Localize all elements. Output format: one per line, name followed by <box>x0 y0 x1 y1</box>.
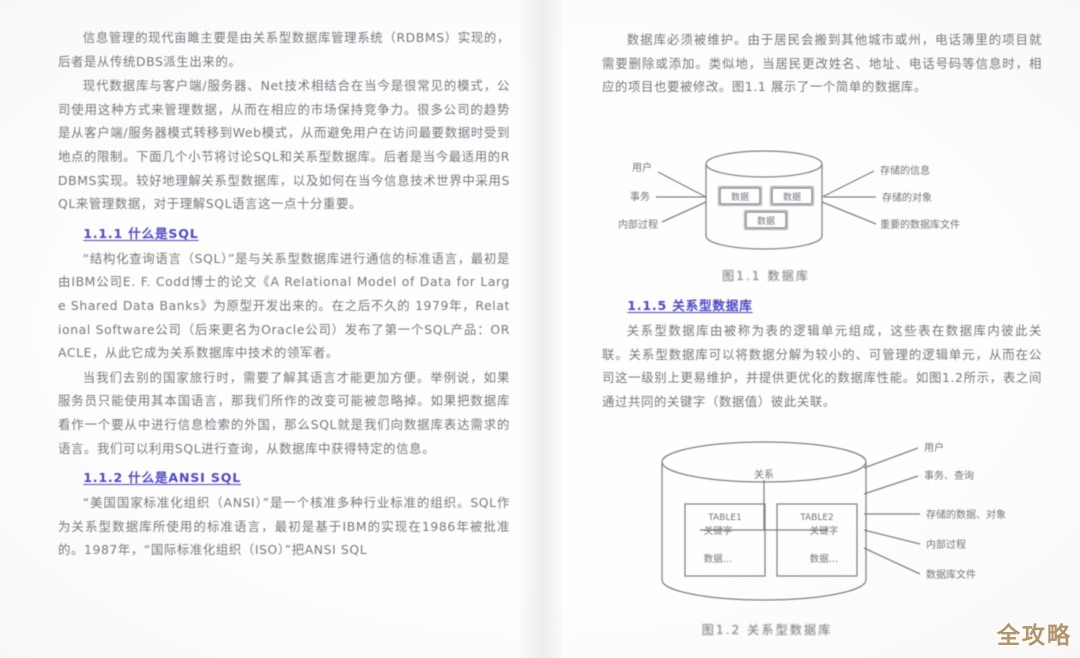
paragraph: 现代数据库与客户端/服务器、Net技术相结合在当今是很常见的模式，公司使用这种方… <box>58 78 510 212</box>
table1-key-label: 关键字 <box>704 525 733 537</box>
figure-1-2-right-label-db-files: 数据库文件 <box>926 568 976 581</box>
paragraph: 当我们去别的国家旅行时，需要了解其语言才能更加方便。举例说，如果服务员只能使用其… <box>58 369 510 456</box>
relation-label: 关系 <box>754 468 774 481</box>
figure-1-1-right-label-db-files: 重要的数据库文件 <box>880 218 960 231</box>
data-box-3 <box>745 211 787 229</box>
table2-key-label: 关键字 <box>810 525 839 537</box>
leader-line-left-3 <box>661 201 707 223</box>
data-box-3-label: 数据 <box>757 215 775 227</box>
leader2-line-4 <box>863 529 921 545</box>
table2-data-label: 数据… <box>810 553 839 565</box>
data-box-3-outline <box>743 209 789 231</box>
figure-1-2-right-label-transaction-query: 事务、查询 <box>924 469 974 482</box>
watermark-label: 全攻略 <box>997 623 1072 649</box>
cylinder-top-ellipse <box>705 150 823 178</box>
figure-1-2: 关系 TABLE1 关键字 数据… TABLE2 关键字 数据… 用户 事务、查… <box>572 432 1072 638</box>
data-box-2-label: 数据 <box>783 191 801 203</box>
figure-1-2-diagram: 关系 TABLE1 关键字 数据… TABLE2 关键字 数据… 用户 事务、查… <box>661 441 1006 601</box>
paragraph: 数据库必须被维护。由于居民会搬到其他城市或州，电话簿里的项目就需要删除或添加。类… <box>602 32 1042 95</box>
figure-1-2-right-label-internal-process: 内部过程 <box>926 538 966 551</box>
data-box-1 <box>719 187 761 205</box>
paragraph: 关系型数据库由被称为表的逻辑单元组成，这些表在数据库内彼此关联。关系型数据库可以… <box>602 323 1042 409</box>
cylinder-bottom-arc <box>705 235 823 250</box>
left-page: 信息管理的现代亩雎主要是由关系型数据库管理系统（RDBMS）实现的，后者是从传统… <box>0 0 520 658</box>
leader-line-right-3 <box>821 201 877 225</box>
figure-1-2-right-label-stored-data-objects: 存储的数据、对象 <box>926 508 1006 521</box>
table2-box <box>776 503 858 577</box>
figure-1-1-right-label-stored-info: 存储的信息 <box>880 164 930 177</box>
figure-1-2-right-label-user: 用户 <box>924 441 944 454</box>
table2-name: TABLE2 <box>799 513 834 523</box>
left-page-text-column: 信息管理的现代亩雎主要是由关系型数据库管理系统（RDBMS）实现的，后者是从传统… <box>58 26 510 563</box>
data-box-2-outline <box>769 185 815 207</box>
data-box-2 <box>771 187 813 205</box>
right-page: 数据库必须被维护。由于居民会搬到其他城市或州，电话簿里的项目就需要删除或添加。类… <box>562 0 1080 658</box>
paragraph: “美国国家标准化组织（ANSI）”是一个核准多种行业标准的组织。SQL作为关系型… <box>58 495 510 558</box>
figure-1-1-caption: 图1.1 数据库 <box>721 269 810 283</box>
section-heading-1-1-1[interactable]: 1.1.1 什么是SQL <box>83 225 199 241</box>
table1-data-label: 数据… <box>704 553 733 565</box>
paragraph: 信息管理的现代亩雎主要是由关系型数据库管理系统（RDBMS）实现的，后者是从传统… <box>58 30 510 69</box>
data-box-1-label: 数据 <box>731 191 749 203</box>
leader2-line-2 <box>863 475 919 495</box>
figure-1-1-left-label-user: 用户 <box>632 161 652 174</box>
table1-box <box>684 503 766 577</box>
right-page-text-column-bottom: 1.1.5 关系型数据库 关系型数据库由被称为表的逻辑单元组成，这些表在数据库内… <box>602 288 1042 414</box>
page-gutter <box>520 0 562 658</box>
figure-1-2-caption: 图1.2 关系型数据库 <box>701 623 833 637</box>
figure-1-1-left-label-internal-process: 内部过程 <box>618 218 658 231</box>
data-box-1-outline <box>717 185 763 207</box>
paragraph: “结构化查询语言（SQL）”是与关系型数据库进行通信的标准语言，最初是由IBM公… <box>58 250 510 361</box>
leader-line-right-1 <box>821 170 875 198</box>
figure-1-1-left-label-transaction: 事务 <box>630 190 650 203</box>
leader2-line-1 <box>863 447 919 469</box>
leader2-line-5 <box>863 547 921 575</box>
section-heading-1-1-2[interactable]: 1.1.2 什么是ANSI SQL <box>83 470 242 486</box>
leader-line-left-1 <box>657 171 707 198</box>
figure-1-1: 数据 数据 数据 用户 事务 内部过程 存储的信息 存储的对象 重要的数据库文件… <box>586 140 1056 284</box>
cylinder2-bottom-arc <box>661 579 867 601</box>
table1-name: TABLE1 <box>707 513 742 523</box>
figure-1-1-diagram: 数据 数据 数据 用户 事务 内部过程 存储的信息 存储的对象 重要的数据库文件 <box>618 150 960 250</box>
right-page-text-column-top: 数据库必须被维护。由于居民会搬到其他城市或州，电话簿里的项目就需要删除或添加。类… <box>602 28 1042 100</box>
figure-1-1-right-label-stored-objects: 存储的对象 <box>882 191 932 204</box>
section-heading-1-1-5[interactable]: 1.1.5 关系型数据库 <box>627 298 753 313</box>
